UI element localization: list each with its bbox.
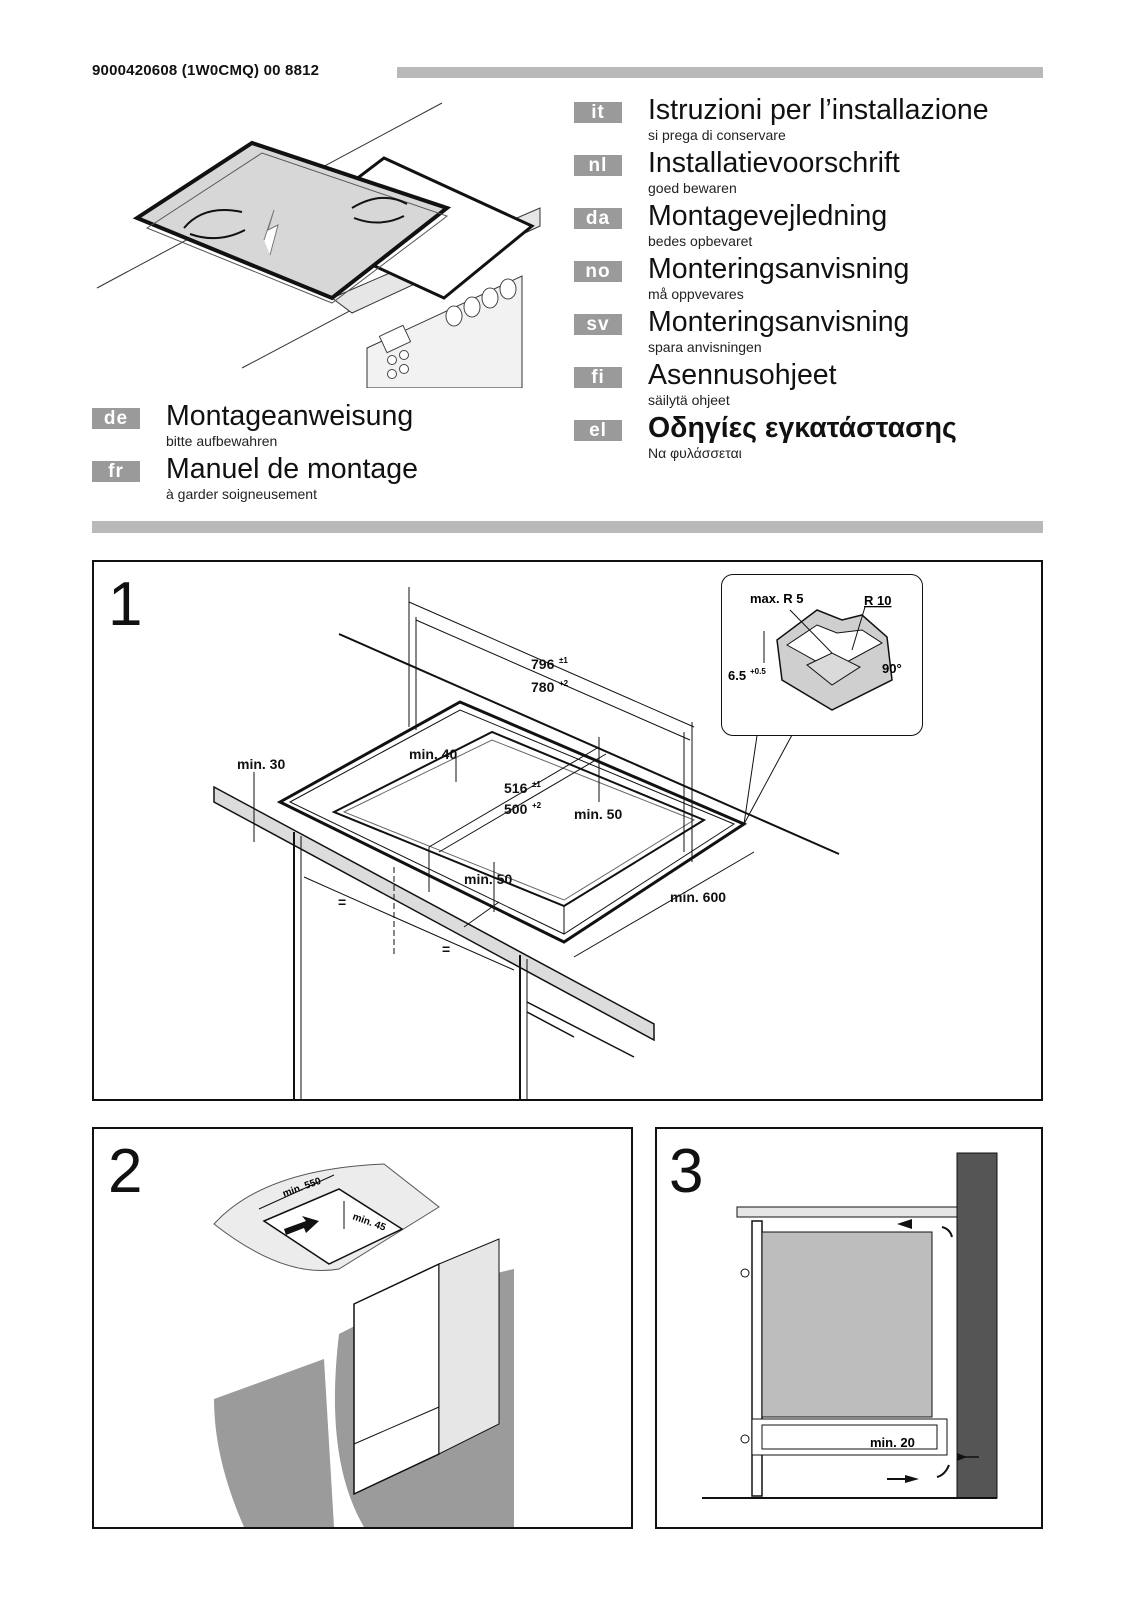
lang-title: Istruzioni per l’installazione [648,94,989,126]
figure-3-panel: 3 min. 20 [655,1127,1043,1529]
dim-min-50-right: min. 50 [574,806,622,822]
dim-width-inner: 780 [531,679,555,695]
detail-max-radius: max. R 5 [750,591,803,606]
lang-subtitle: spara anvisningen [648,339,762,355]
header-rule [397,67,1043,78]
lang-code-badge: de [92,408,140,429]
lang-code-badge: da [574,208,622,229]
figure-number: 2 [108,1137,143,1206]
lang-subtitle: bitte aufbewahren [166,433,278,449]
lang-title: Asennusohjeet [648,359,837,391]
section-rule [92,521,1043,533]
lang-title: Monteringsanvisning [648,306,910,338]
lang-subtitle: må oppvevares [648,286,744,302]
dim-width-outer-tol: ±1 [559,656,568,665]
lang-code-badge: nl [574,155,622,176]
figure-number: 1 [108,570,143,639]
lang-title: Installatievoorschrift [648,147,900,179]
dim-min-50-front: min. 50 [464,871,512,887]
cutout-dimension-drawing: 796 ±1 780 +2 516 ±1 500 +2 min. 30 min.… [213,587,840,1099]
dim-min-40: min. 40 [409,746,457,762]
dim-min-20: min. 20 [870,1435,915,1450]
lang-title: Montageanweisung [166,400,414,432]
lang-title: Montagevejledning [648,200,888,232]
detail-radius-10: R 10 [864,593,891,608]
dim-width-outer: 796 [531,656,555,672]
dim-equal-left: = [338,894,346,910]
lang-code-badge: fi [574,367,622,388]
lang-subtitle: Να φυλάσσεται [648,445,742,461]
dim-depth-inner: 500 [504,801,528,817]
detail-thickness-tol: +0.5 [750,667,766,676]
dim-equal-right: = [442,941,450,957]
edge-detail-inset: max. R 5 R 10 6.5 +0.5 90° [721,574,923,736]
cooktop-illustration [96,102,541,388]
dim-depth-inner-tol: +2 [532,801,542,810]
lang-subtitle: si prega di conservare [648,127,786,143]
dim-depth-outer: 516 [504,780,528,796]
edge-detail-drawing: max. R 5 R 10 6.5 +0.5 90° [728,591,902,711]
document-code: 9000420608 (1W0CMQ) 00 8812 [92,62,320,79]
lang-title: Οδηγίες εγκατάστασης [648,412,957,444]
lang-subtitle: à garder soigneusement [166,486,317,502]
lang-code-badge: it [574,102,622,123]
dim-width-inner-tol: +2 [559,679,569,688]
ventilation-section-drawing: min. 20 [702,1152,998,1499]
lang-title: Manuel de montage [166,453,418,485]
dim-depth-outer-tol: ±1 [532,780,541,789]
lang-subtitle: bedes opbevaret [648,233,753,249]
cabinet-oven-drawing: min. 550 min. 45 [213,1163,514,1527]
detail-thickness: 6.5 [728,668,746,683]
detail-angle: 90° [882,661,902,676]
figure-1-panel: 1 [92,560,1043,1101]
lang-subtitle: säilytä ohjeet [648,392,730,408]
dim-min-600: min. 600 [670,889,726,905]
lang-code-badge: el [574,420,622,441]
lang-title: Monteringsanvisning [648,253,910,285]
lang-code-badge: no [574,261,622,282]
lang-code-badge: sv [574,314,622,335]
lang-subtitle: goed bewaren [648,180,737,196]
lang-code-badge: fr [92,461,140,482]
figure-number: 3 [669,1137,704,1206]
dim-min-30: min. 30 [237,756,285,772]
figure-2-panel: 2 min. 550 min. 45 [92,1127,633,1529]
